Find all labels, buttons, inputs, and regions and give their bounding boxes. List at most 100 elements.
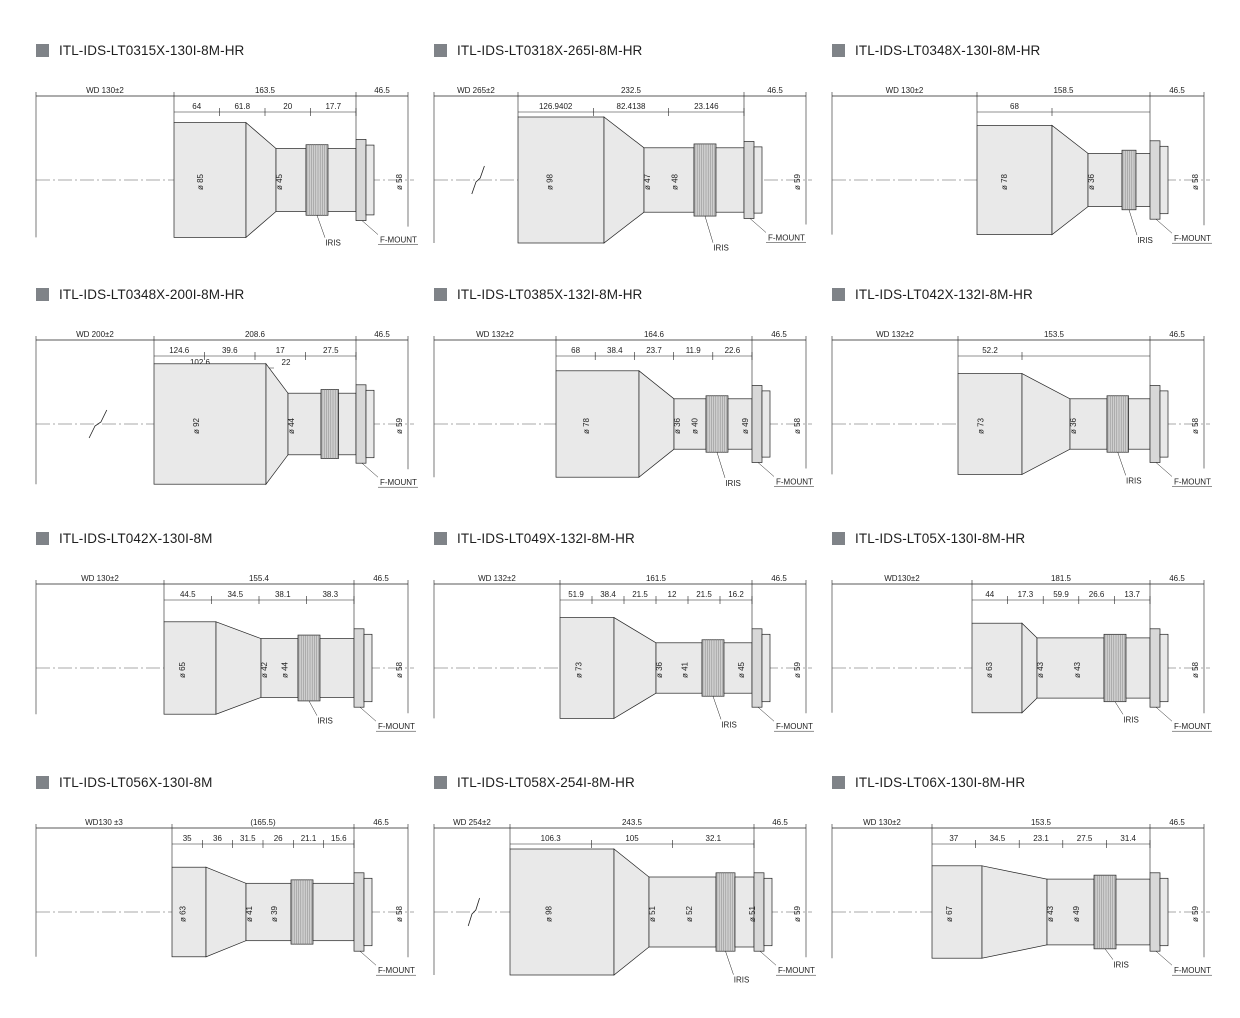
diameter-label: ø 44 xyxy=(280,661,289,678)
middle-barrel xyxy=(260,638,299,698)
working-distance-label: WD130±2 xyxy=(884,574,920,583)
diameter-label: ø 92 xyxy=(192,417,201,434)
flange-distance-label: 46.5 xyxy=(1169,574,1185,583)
iris-leader xyxy=(712,696,722,720)
tapered-section xyxy=(1021,622,1038,714)
diameter-label: ø 36 xyxy=(1087,173,1096,190)
diameter-label: ø 40 xyxy=(691,417,700,434)
segment-length-label: 11.9 xyxy=(686,346,702,355)
working-distance-label: WD 200±2 xyxy=(76,330,114,339)
mount-label: F-MOUNT xyxy=(380,236,417,245)
mount-bayonet xyxy=(761,633,771,703)
iris-label: IRIS xyxy=(734,976,750,985)
rear-barrel xyxy=(1115,878,1151,946)
iris-leader xyxy=(1104,948,1114,960)
diameter-label: ø 41 xyxy=(245,905,254,922)
grey-square-bullet-icon xyxy=(832,287,845,301)
flange-distance-label: 46.5 xyxy=(373,818,389,827)
working-distance-label: WD 130±2 xyxy=(863,818,901,827)
segment-length-label: 38.1 xyxy=(275,590,291,599)
mount-bayonet xyxy=(363,877,373,947)
diameter-label: ø 65 xyxy=(178,661,187,678)
overall-length-label: 153.5 xyxy=(1044,330,1065,339)
mount-label: F-MOUNT xyxy=(1174,234,1211,243)
mount-bayonet xyxy=(1159,633,1169,703)
flange-distance-label: 46.5 xyxy=(1169,86,1185,95)
tapered-section xyxy=(265,362,289,486)
front-barrel xyxy=(976,125,1053,235)
iris-label: IRIS xyxy=(1137,236,1153,245)
rear-barrel xyxy=(723,642,753,694)
tapered-section xyxy=(215,621,262,715)
segment-length-label: 23.7 xyxy=(646,346,662,355)
segment-length-label: 22.6 xyxy=(725,346,741,355)
mount-label: F-MOUNT xyxy=(380,478,417,487)
segment-length-label: 37 xyxy=(949,834,958,843)
rear-barrel xyxy=(715,147,745,213)
diameter-label: ø 73 xyxy=(977,417,986,434)
tapered-section xyxy=(205,866,247,958)
mount-label: F-MOUNT xyxy=(1174,966,1211,975)
diameter-label: ø 58 xyxy=(1191,173,1200,190)
rear-barrel xyxy=(1135,153,1151,207)
diameter-label: ø 58 xyxy=(395,661,404,678)
working-distance-label: WD 130±2 xyxy=(86,86,124,95)
mount-bayonet xyxy=(761,390,771,458)
segment-length-label: 35 xyxy=(183,834,192,843)
diameter-label: ø 43 xyxy=(1073,661,1082,678)
rear-barrel xyxy=(312,882,355,942)
lens-model-title: ITL-IDS-LT042X-132I-8M-HR xyxy=(855,286,1033,302)
mount-leader xyxy=(757,462,775,477)
diameter-label: ø 36 xyxy=(1069,417,1078,434)
mount-leader xyxy=(1155,951,1173,966)
overall-length-label: 232.5 xyxy=(621,86,642,95)
diameter-label: ø 78 xyxy=(1000,173,1009,190)
tapered-section xyxy=(613,848,650,976)
lens-model-title: ITL-IDS-LT0315X-130I-8M-HR xyxy=(59,42,245,58)
segment-length-label: 126.9402 xyxy=(539,102,573,111)
diameter-label: ø 58 xyxy=(1191,661,1200,678)
mount-bayonet xyxy=(365,389,375,459)
mount-leader xyxy=(1155,462,1173,477)
mount-flange xyxy=(743,141,755,219)
diameter-label: ø 49 xyxy=(1072,905,1081,922)
middle-barrel xyxy=(1087,153,1123,207)
segment-length-label: 39.6 xyxy=(222,346,238,355)
lens-title-row: ITL-IDS-LT06X-130I-8M-HR xyxy=(832,774,1025,790)
segment-length-label: 27.5 xyxy=(323,346,339,355)
grey-square-bullet-icon xyxy=(434,775,447,789)
segment-length-label: 17.7 xyxy=(325,102,341,111)
segment-length-label: 27.5 xyxy=(1077,834,1093,843)
diameter-label: ø 98 xyxy=(545,905,554,922)
diameter-label: ø 59 xyxy=(793,173,802,190)
mount-label: F-MOUNT xyxy=(778,966,815,975)
flange-distance-label: 46.5 xyxy=(1169,330,1185,339)
flange-distance-label: 46.5 xyxy=(767,86,783,95)
lens-title-row: ITL-IDS-LT0348X-200I-8M-HR xyxy=(36,286,244,302)
diameter-label: ø 58 xyxy=(793,417,802,434)
front-barrel xyxy=(559,617,615,719)
segment-length-label: 61.8 xyxy=(234,102,250,111)
diameter-label: ø 59 xyxy=(395,417,404,434)
middle-barrel xyxy=(275,148,307,212)
middle-barrel xyxy=(648,876,717,948)
diameter-label: ø 45 xyxy=(275,173,284,190)
segment-length-label: 26.6 xyxy=(1089,590,1105,599)
segment-length-label: 82.4138 xyxy=(617,102,646,111)
segment-length-label: 20 xyxy=(283,102,292,111)
iris-ring xyxy=(320,389,339,459)
mount-leader xyxy=(749,218,767,233)
overall-length-label: 164.6 xyxy=(644,330,665,339)
mount-leader xyxy=(361,220,379,235)
diameter-label: ø 98 xyxy=(545,173,554,190)
diameter-label: ø 52 xyxy=(685,905,694,922)
flange-distance-label: 46.5 xyxy=(374,86,390,95)
lens-model-title: ITL-IDS-LT0348X-200I-8M-HR xyxy=(59,286,245,302)
